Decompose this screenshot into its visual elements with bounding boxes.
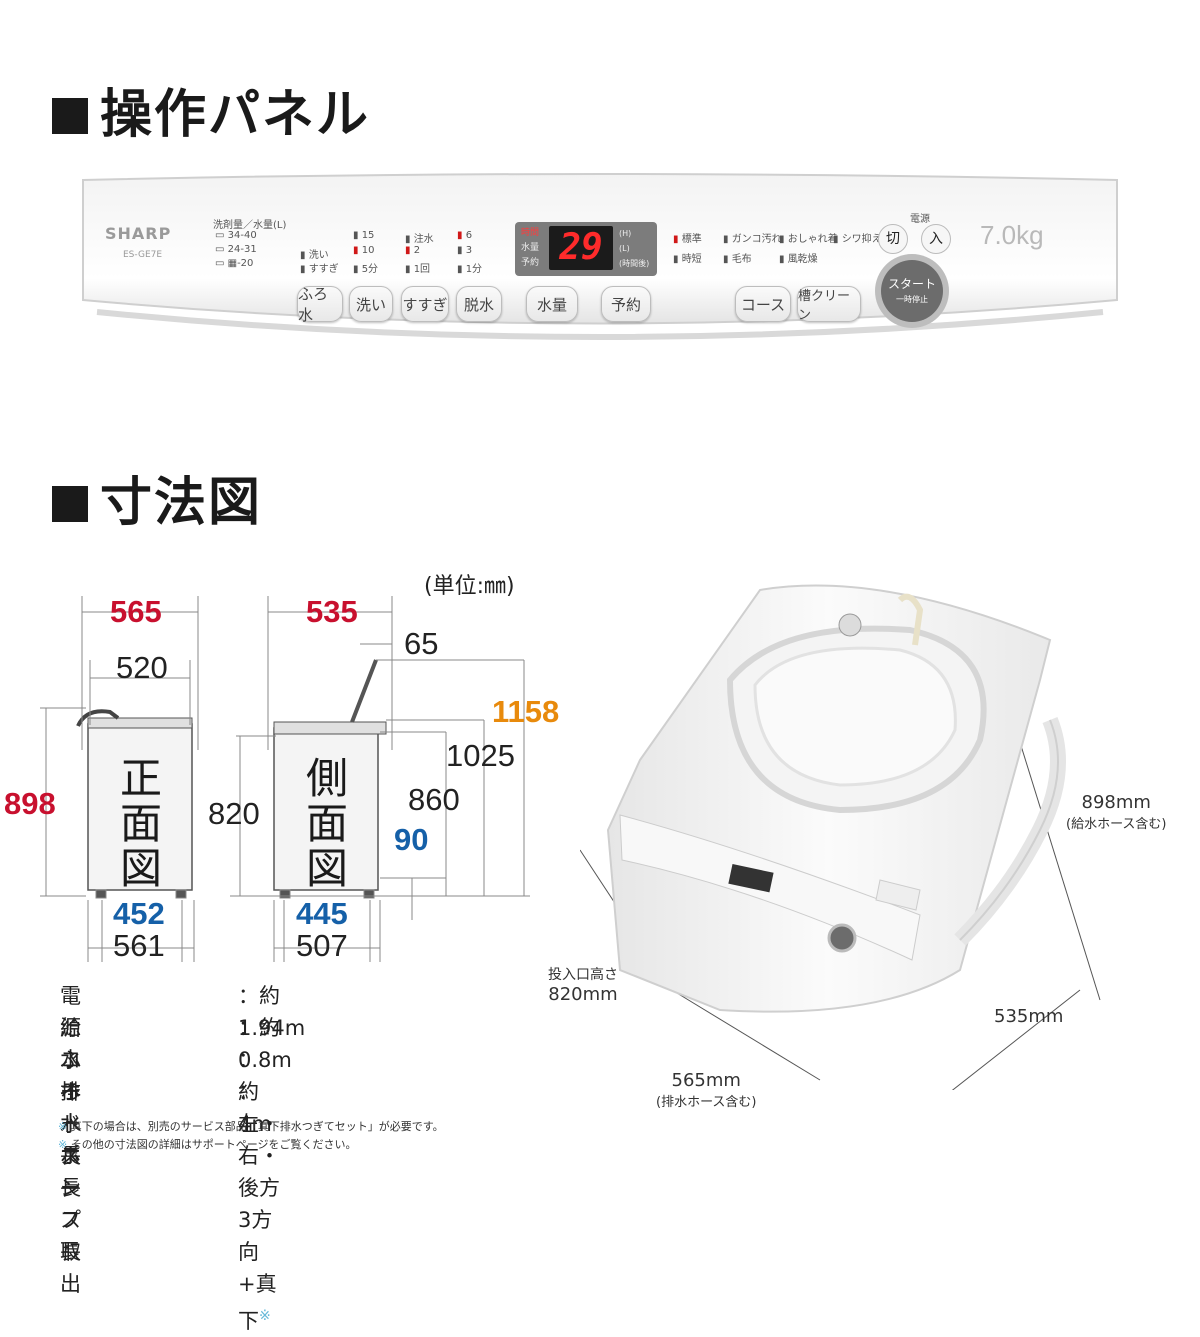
side-base-outer: 507 bbox=[296, 928, 348, 963]
spin-value: ▮ 3 bbox=[457, 245, 473, 256]
rinse-button[interactable]: すすぎ bbox=[401, 286, 449, 322]
tub-clean-button[interactable]: 槽クリーン bbox=[797, 286, 861, 323]
timer-button[interactable]: 予約 bbox=[601, 286, 651, 322]
course-wrinkle: ▮ シワ抑え bbox=[833, 234, 882, 245]
time-value: ▮ 15 bbox=[353, 230, 375, 241]
course-quick: ▮ 時短 bbox=[673, 254, 702, 265]
power-label: 電源 bbox=[910, 214, 930, 225]
side-height-lid: 1025 bbox=[446, 738, 515, 773]
course-air-dry: ▮ 風乾燥 bbox=[779, 254, 818, 265]
rinse-value: ▮ 2 bbox=[405, 245, 421, 256]
front-base-outer: 561 bbox=[113, 928, 165, 963]
footnote: ※ 真下の場合は、別売のサービス部品「真下排水つぎてセット」が必要です。 bbox=[58, 1120, 444, 1133]
side-base-inner: 445 bbox=[296, 896, 348, 931]
side-height-lid-open: 1158 bbox=[492, 694, 560, 729]
water-level-button[interactable]: 水量 bbox=[526, 286, 578, 322]
led-display: 時間 水量 予約 29 (H) (L) (時間後) bbox=[515, 222, 657, 276]
course-standard: ▮ 標準 bbox=[673, 234, 702, 245]
time-value: ▮ 5分 bbox=[353, 264, 379, 275]
rinse-indicator: ▮ すすぎ bbox=[300, 264, 339, 275]
model-number: ES-GE7E bbox=[123, 250, 163, 260]
capacity-label: 7.0kg bbox=[980, 220, 1044, 250]
front-width-total: 565 bbox=[110, 594, 162, 629]
wash-button[interactable]: 洗い bbox=[349, 286, 393, 322]
side-height-inlet: 820 bbox=[208, 796, 260, 831]
side-height-body: 860 bbox=[408, 782, 460, 817]
brand-logo: SHARP bbox=[105, 224, 172, 243]
course-heavy: ▮ ガンコ汚れ bbox=[723, 234, 782, 245]
dimensions-section-heading: 寸法図 bbox=[52, 460, 262, 535]
spin-value: ▮ 6 bbox=[457, 230, 473, 241]
photo-depth-label: 535mm bbox=[994, 1006, 1064, 1027]
front-height-total: 898 bbox=[4, 786, 56, 821]
rinse-value: ▮ 1回 bbox=[405, 264, 431, 275]
side-depth-total: 535 bbox=[306, 594, 358, 629]
side-view-label: 側面図 bbox=[305, 754, 348, 893]
spin-value: ▮ 1分 bbox=[457, 264, 483, 275]
time-value: ▮ 10 bbox=[353, 245, 375, 256]
detergent-header: 洗剤量／水量(L) bbox=[213, 220, 287, 231]
photo-width-label: 565mm (排水ホース含む) bbox=[656, 1070, 757, 1110]
detergent-row: ▭ ▦-20 bbox=[215, 258, 254, 269]
photo-height-label: 898mm (給水ホース含む) bbox=[1066, 792, 1167, 832]
display-right-labels: (H) (L) (時間後) bbox=[619, 229, 650, 268]
start-button[interactable]: スタート 一時停止 bbox=[881, 260, 943, 322]
dimension-drawings bbox=[40, 596, 530, 962]
detergent-row: ▭ 24-31 bbox=[215, 244, 257, 255]
bath-water-button[interactable]: ふろ水 bbox=[297, 285, 343, 324]
footnote-mark: ※ bbox=[259, 1308, 271, 1324]
display-left-labels: 時間 水量 予約 bbox=[521, 228, 540, 268]
front-width-body: 520 bbox=[116, 650, 168, 685]
power-off-button[interactable]: 切 bbox=[878, 224, 908, 254]
control-panel: SHARP ES-GE7E 洗剤量／水量(L) ▭ 34-40 ▭ 24-31 … bbox=[75, 172, 1125, 362]
washing-machine-photo bbox=[580, 584, 1101, 1090]
detergent-row: ▭ 34-40 bbox=[215, 230, 257, 241]
course-button[interactable]: コース bbox=[735, 286, 791, 322]
front-base-inner: 452 bbox=[113, 896, 165, 931]
rinse-value: ▮ 注水 bbox=[405, 234, 434, 245]
spin-button[interactable]: 脱水 bbox=[456, 286, 502, 322]
unit-label: (単位:㎜) bbox=[424, 574, 515, 599]
photo-inlet-label: 投入口高さ 820mm bbox=[548, 967, 618, 1005]
power-on-button[interactable]: 入 bbox=[921, 224, 951, 254]
front-view-label: 正面図 bbox=[119, 754, 162, 893]
course-delicate: ▮ おしゃれ着 bbox=[779, 234, 838, 245]
display-digits: 29 bbox=[549, 226, 613, 270]
footnote: ※ その他の寸法図の詳細はサポートページをご覧ください。 bbox=[58, 1138, 357, 1151]
panel-section-heading: 操作パネル bbox=[52, 72, 370, 147]
side-lid-offset: 65 bbox=[404, 626, 439, 661]
side-height-floor: 90 bbox=[394, 822, 429, 857]
square-bullet-icon bbox=[52, 98, 88, 134]
wash-indicator: ▮ 洗い bbox=[300, 250, 329, 261]
square-bullet-icon bbox=[52, 486, 88, 522]
course-blanket: ▮ 毛布 bbox=[723, 254, 752, 265]
